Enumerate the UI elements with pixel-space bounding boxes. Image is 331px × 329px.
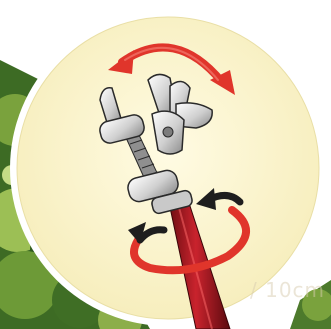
- background-caption: / 10cm: [250, 278, 325, 302]
